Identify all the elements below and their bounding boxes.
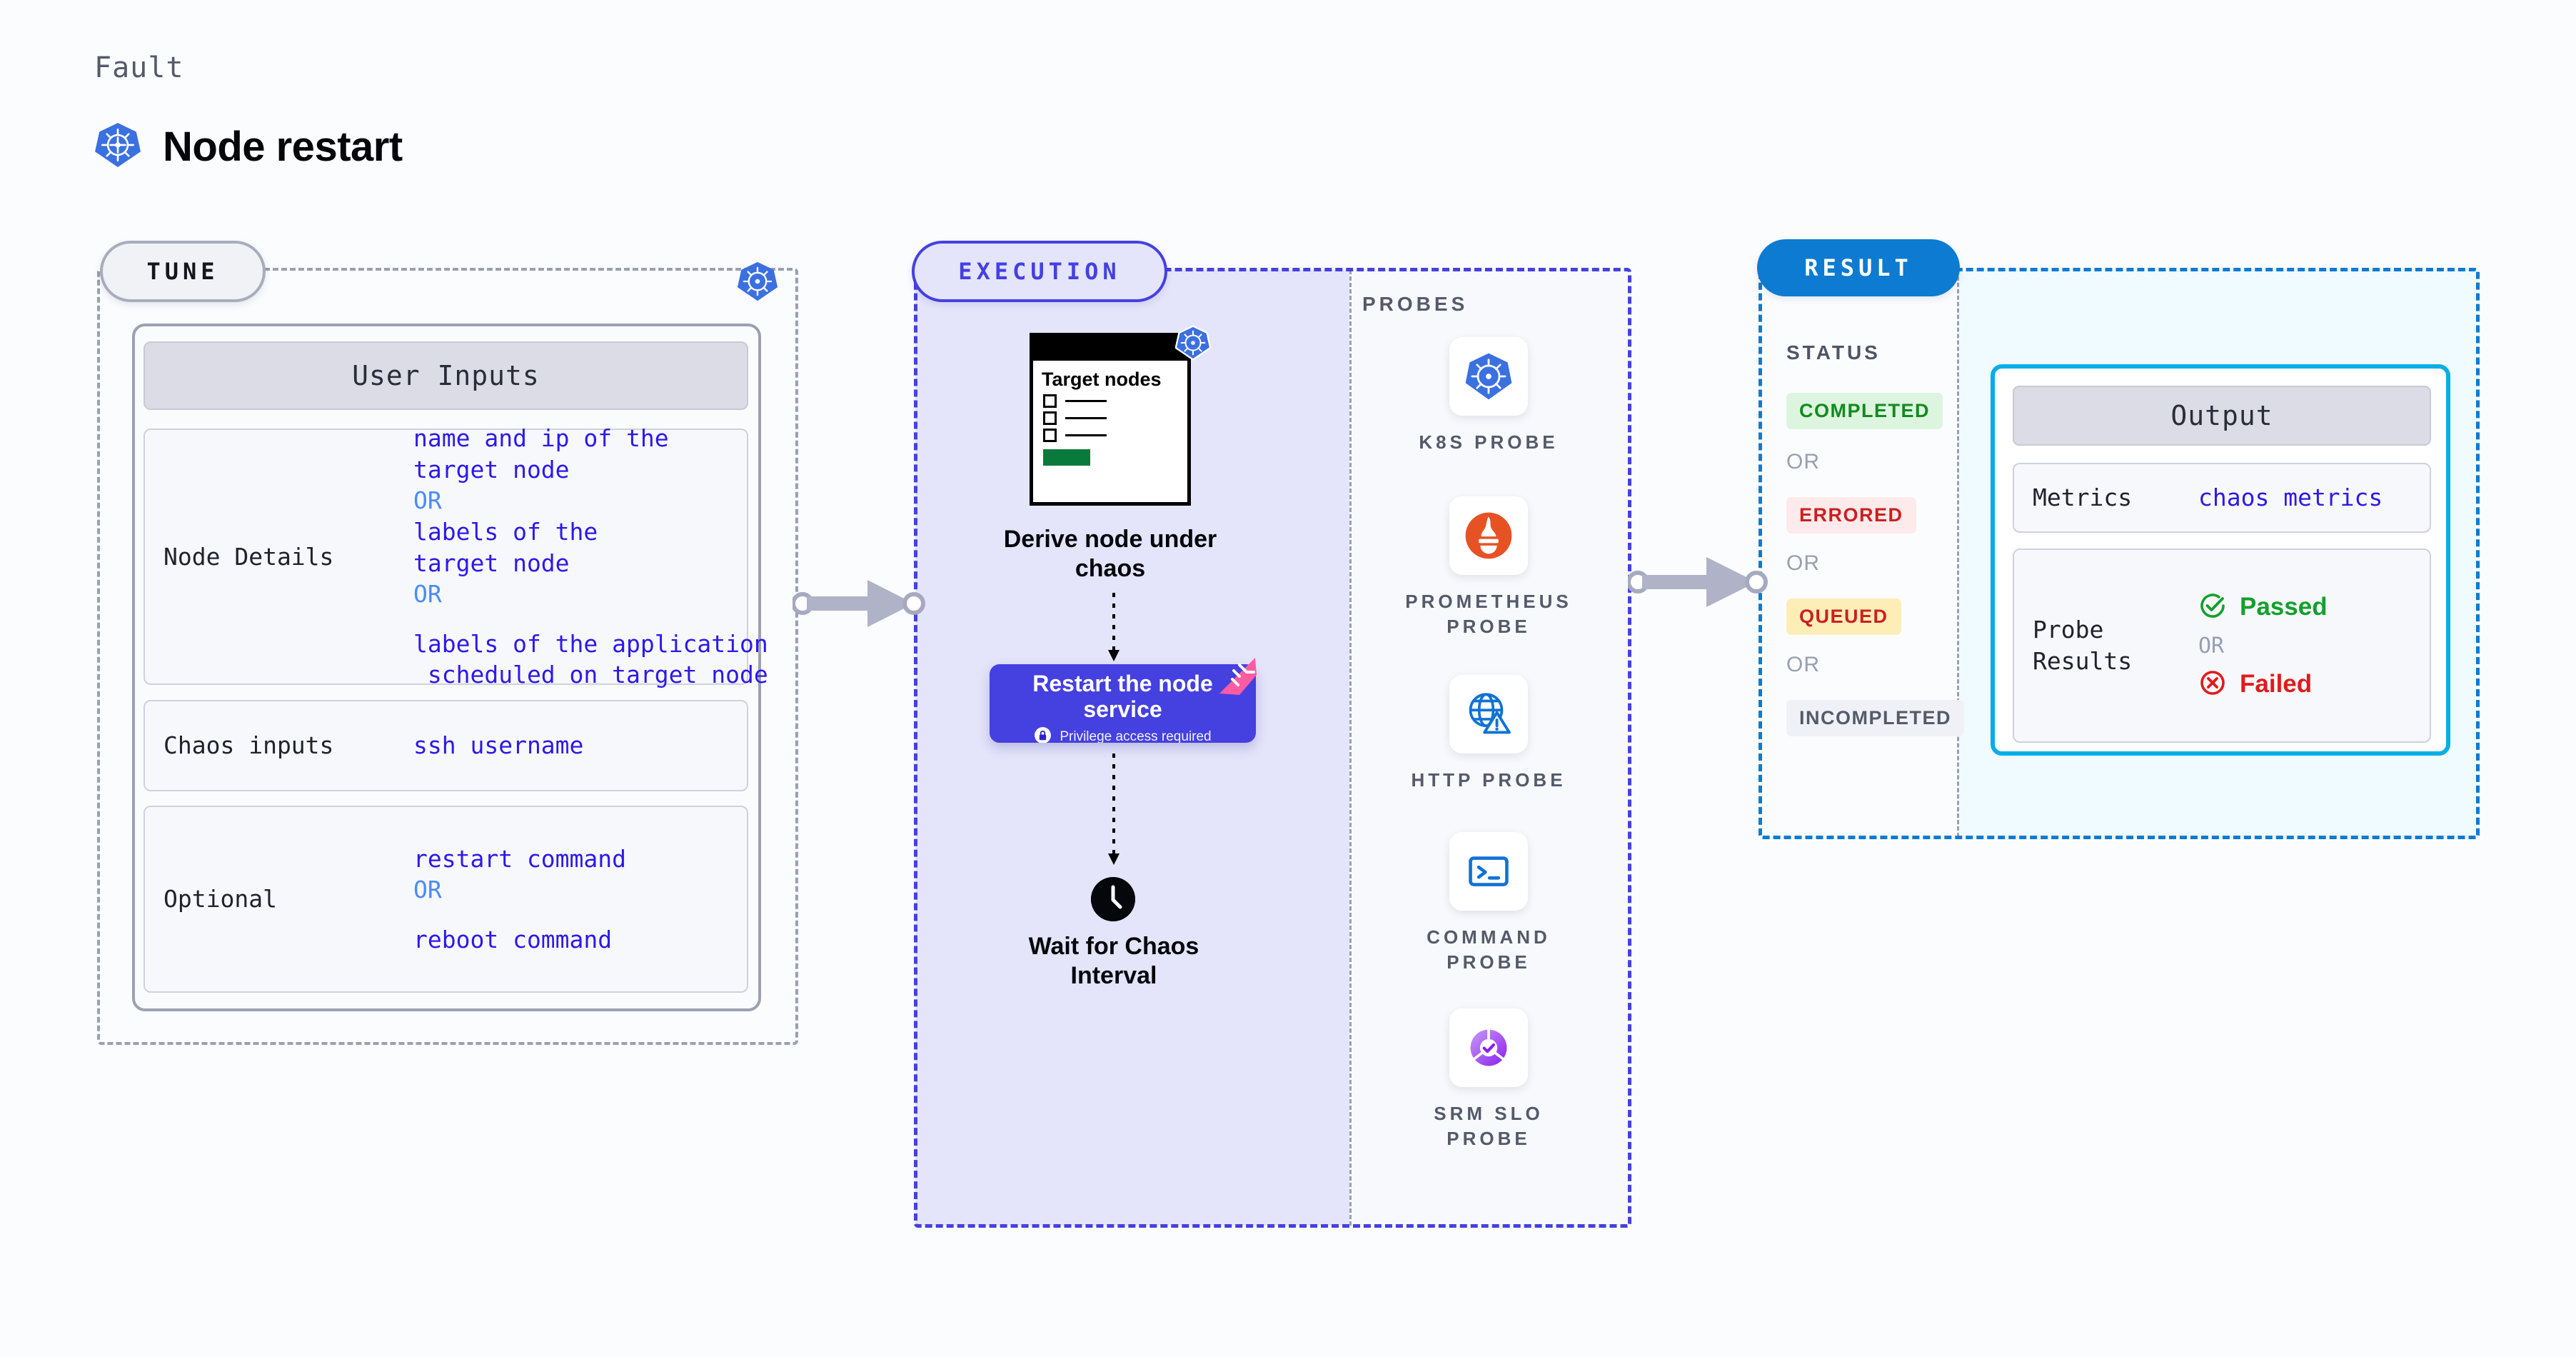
row-or: OR	[413, 486, 442, 515]
wait-for-chaos-interval-label: Wait for Chaos Interval	[1028, 933, 1199, 989]
probe-item-k8s[interactable]: K8S PROBE	[1403, 337, 1574, 455]
table-row: Chaos inputs ssh username	[144, 700, 748, 791]
placeholder-line	[1065, 399, 1107, 402]
flow-arrow-tune-to-execution	[791, 571, 928, 639]
status-or: OR	[1786, 653, 1820, 676]
placeholder-line	[1065, 416, 1107, 419]
chaos-burst-icon	[1215, 654, 1259, 701]
status-badge-errored: ERRORED	[1786, 497, 1916, 534]
row-value: name and ip of the target node	[413, 424, 669, 484]
probe-item-http[interactable]: HTTP PROBE	[1403, 675, 1574, 793]
status-badge-queued: QUEUED	[1786, 599, 1901, 635]
user-inputs-title: User Inputs	[144, 341, 748, 410]
http-globe-warning-icon	[1449, 675, 1528, 753]
dotted-connector	[1105, 593, 1122, 668]
probe-result-passed: Passed	[2198, 591, 2328, 624]
action-badge: Privilege access required	[1060, 728, 1212, 743]
row-value: labels of the application scheduled on t…	[413, 629, 768, 689]
probe-label: K8S PROBE	[1419, 431, 1559, 453]
status-badge-completed: COMPLETED	[1786, 393, 1943, 429]
probe-item-prometheus[interactable]: PROMETHEUS PROBE	[1403, 496, 1574, 639]
list-item	[1033, 408, 1187, 425]
page-title: Node restart	[163, 124, 403, 170]
execution-panel	[914, 268, 1631, 1228]
action-title: Restart the node service	[1032, 671, 1213, 722]
restart-node-service-action[interactable]: Restart the node service Privilege acces…	[990, 664, 1256, 743]
check-circle-icon	[2198, 591, 2227, 624]
x-circle-icon	[2198, 669, 2227, 701]
status-or: OR	[1786, 551, 1820, 575]
checkbox-icon	[1043, 411, 1057, 425]
kubernetes-icon	[1174, 325, 1212, 364]
checkbox-icon	[1043, 428, 1057, 442]
lock-icon	[1034, 726, 1052, 743]
stage-badge-result[interactable]: RESULT	[1757, 239, 1960, 296]
probe-label: SRM SLO PROBE	[1434, 1103, 1544, 1150]
output-title: Output	[2013, 386, 2431, 446]
table-row: Probe Results Passed OR Failed	[2013, 549, 2431, 743]
row-value: labels of the target node	[413, 517, 598, 577]
checkbox-icon	[1043, 394, 1057, 408]
row-value: restart command	[413, 844, 627, 873]
stage-badge-tune[interactable]: TUNE	[100, 241, 266, 302]
placeholder-line	[1065, 434, 1107, 436]
kubernetes-icon	[737, 261, 778, 306]
target-card-heading: Target nodes	[1042, 369, 1162, 390]
row-or: OR	[413, 580, 442, 609]
table-row: Optional restart command OR reboot comma…	[144, 806, 748, 993]
stage-badge-execution[interactable]: EXECUTION	[912, 241, 1167, 302]
row-or: OR	[413, 876, 442, 904]
status-or: OR	[1786, 450, 1820, 474]
row-key: Metrics	[2033, 484, 2133, 512]
row-key: Chaos inputs	[163, 731, 334, 760]
dotted-connector	[1105, 753, 1122, 871]
probe-result-failed: Failed	[2198, 669, 2328, 701]
row-value: chaos metrics	[2198, 484, 2383, 512]
probes-section-label: PROBES	[1362, 293, 1469, 315]
list-item	[1033, 391, 1187, 408]
probe-result-label: Passed	[2240, 593, 2328, 621]
clock-icon	[1091, 877, 1135, 921]
row-key: Optional	[163, 885, 277, 913]
kubernetes-icon	[1449, 337, 1528, 416]
row-key: Probe Results	[2033, 616, 2133, 675]
derive-node-label: Derive node under chaos	[1003, 526, 1217, 582]
terminal-icon	[1449, 832, 1528, 911]
probe-item-command[interactable]: COMMAND PROBE	[1403, 832, 1574, 975]
table-row: Node Details name and ip of the target n…	[144, 424, 768, 688]
probe-label: HTTP PROBE	[1411, 769, 1566, 791]
probe-result-label: Failed	[2240, 670, 2313, 698]
srm-slo-icon	[1449, 1008, 1528, 1087]
probe-label: PROMETHEUS PROBE	[1405, 591, 1572, 638]
probe-item-srm-slo[interactable]: SRM SLO PROBE	[1403, 1008, 1574, 1151]
table-row: Metrics chaos metrics	[2013, 463, 2431, 533]
probe-result-or: OR	[2198, 633, 2225, 659]
result-panel	[1759, 268, 2480, 839]
kubernetes-icon	[94, 121, 141, 172]
list-item	[1033, 425, 1187, 442]
fault-kicker: Fault	[94, 51, 184, 84]
probe-label: COMMAND PROBE	[1427, 926, 1551, 973]
tune-panel	[97, 268, 798, 1045]
status-badge-incompleted: INCOMPLETED	[1786, 700, 1965, 736]
progress-bar	[1043, 449, 1090, 466]
status-section-label: STATUS	[1786, 341, 1881, 364]
fault-title-row: Node restart	[94, 121, 403, 172]
row-value: ssh username	[413, 731, 584, 760]
row-key: Node Details	[163, 542, 334, 571]
row-value: reboot command	[413, 925, 613, 953]
target-card-titlebar	[1033, 336, 1187, 361]
result-status-column	[1761, 270, 1959, 837]
prometheus-icon	[1449, 496, 1528, 575]
target-nodes-card: Target nodes	[1030, 333, 1191, 506]
flow-arrow-execution-to-result	[1626, 543, 1771, 625]
